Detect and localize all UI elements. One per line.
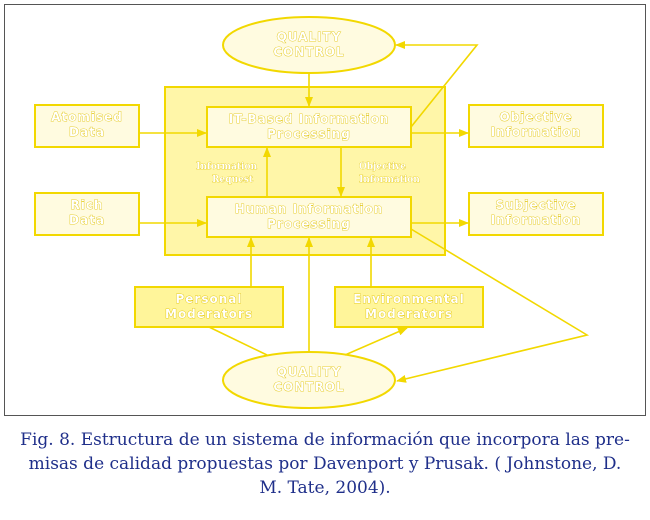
it-processing-box — [206, 106, 412, 148]
it-feedback-to-qc-top-arrow — [395, 41, 479, 128]
it-processing-label-2: Processing — [267, 127, 351, 141]
human-processing-label-2: Processing — [267, 217, 351, 231]
personal-moderators-label-1: Personal — [176, 292, 243, 306]
subjective-information-label-1: Subjective — [496, 198, 577, 212]
rich-data-box — [34, 192, 140, 236]
qc-bottom-to-environmental-arrow — [344, 327, 408, 356]
human-processing-box — [206, 196, 412, 238]
personal-moderators-box — [134, 286, 284, 328]
information-request-label-1: Information — [196, 162, 257, 172]
quality-control-top-label-1: QUALITY — [277, 30, 342, 44]
qc-bottom-to-personal-line — [208, 326, 268, 356]
objective-information-small-label-1: Objective — [359, 162, 406, 172]
information-request-label-2: Request — [212, 175, 254, 185]
personal-moderators-label-2: Moderators — [165, 307, 253, 321]
objective-information-box — [468, 104, 604, 148]
atomised-data-box — [34, 104, 140, 148]
it-processing-label-1: IT-Based Information — [229, 112, 390, 126]
subjective-information-label-2: Information — [491, 213, 582, 227]
caption-line-3: M. Tate, 2004). — [259, 478, 391, 498]
atomised-data-label-1: Atomised — [51, 110, 123, 124]
rich-data-label-2: Data — [69, 213, 105, 227]
environmental-moderators-label-2: Moderators — [365, 307, 453, 321]
rich-data-label-1: Rich — [70, 198, 103, 212]
caption-line-1: Fig. 8. Estructura de un sistema de info… — [20, 430, 630, 450]
figure-frame: QUALITY CONTROL QUALITY CONTROL Atomised… — [4, 4, 646, 416]
human-feedback-to-qc-bottom-arrow — [396, 228, 590, 383]
quality-control-top-label-2: CONTROL — [273, 45, 344, 59]
environmental-moderators-label-1: Environmental — [353, 292, 465, 306]
figure-caption: Fig. 8. Estructura de un sistema de info… — [0, 428, 650, 500]
quality-control-bottom-label-1: QUALITY — [277, 365, 342, 379]
objective-information-label-1: Objective — [500, 110, 573, 124]
caption-line-2: misas de calidad propuestas por Davenpor… — [28, 454, 622, 474]
quality-control-bottom-label-2: CONTROL — [273, 380, 344, 394]
objective-information-label-2: Information — [491, 125, 582, 139]
quality-system-diagram: QUALITY CONTROL QUALITY CONTROL Atomised… — [34, 16, 604, 409]
atomised-data-label-2: Data — [69, 125, 105, 139]
subjective-information-box — [468, 192, 604, 236]
environmental-moderators-box — [334, 286, 484, 328]
human-processing-label-1: Human Information — [235, 202, 384, 216]
objective-information-small-label-2: Information — [359, 175, 420, 185]
